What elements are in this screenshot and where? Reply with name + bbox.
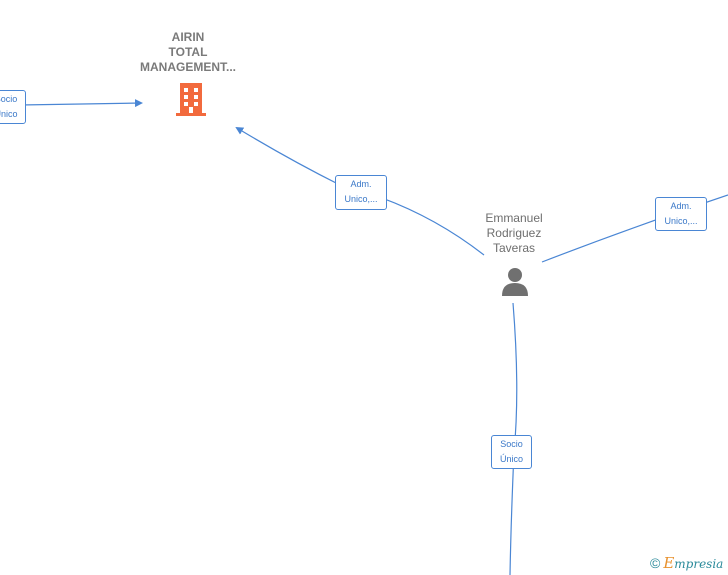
company-name-label[interactable]: AIRIN TOTAL MANAGEMENT...: [140, 30, 236, 74]
person-icon[interactable]: [500, 266, 530, 301]
edge-label-person-to-bottom[interactable]: Socio Único: [491, 435, 532, 469]
building-icon[interactable]: [174, 81, 208, 122]
brand-name-rest: mpresia: [674, 557, 724, 571]
edge-label-person-to-right[interactable]: Adm. Unico,...: [655, 197, 707, 231]
person-name-label[interactable]: Emmanuel Rodriguez Taveras: [485, 211, 543, 255]
edge-label-left-partner[interactable]: Socio Único: [0, 90, 26, 124]
empresia-logo: ©Empresia: [650, 554, 723, 572]
edge-label-person-to-company[interactable]: Adm. Unico,...: [335, 175, 387, 210]
brand-initial: E: [663, 554, 675, 572]
copyright-icon: ©: [650, 555, 661, 571]
edge-line-left-partner: [19, 99, 143, 108]
